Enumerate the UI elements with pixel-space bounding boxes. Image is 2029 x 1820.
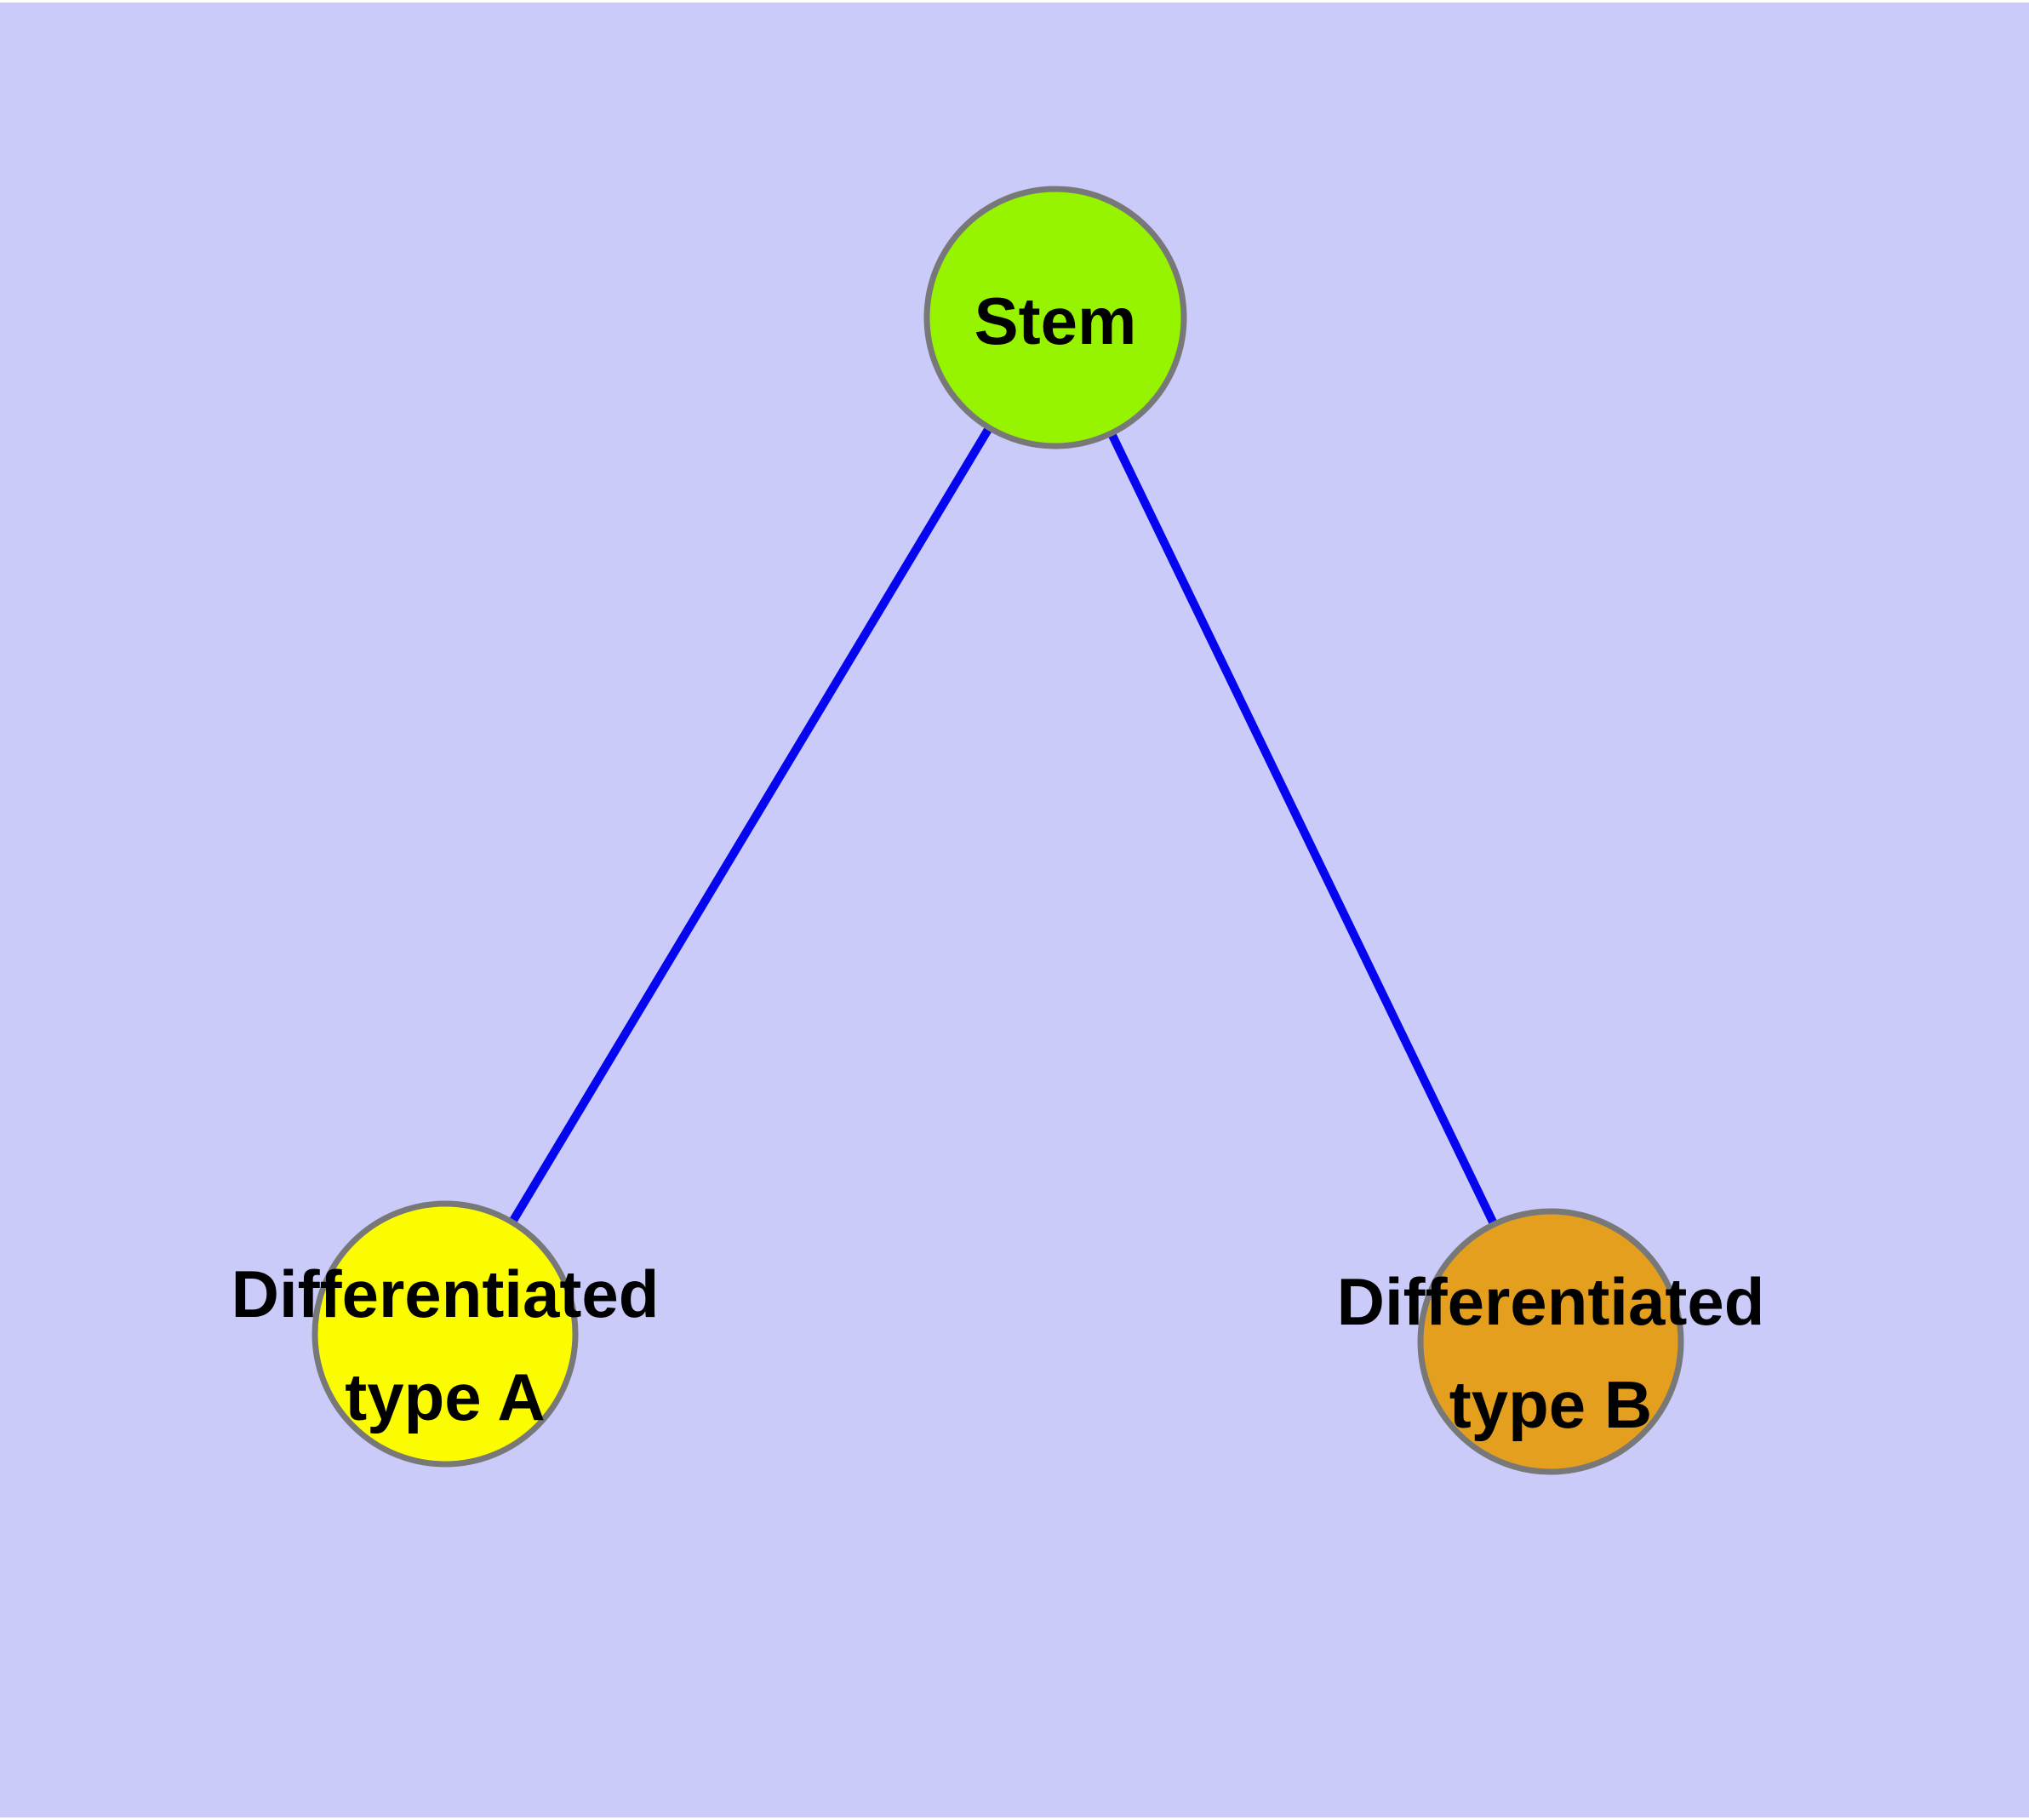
type-a-node (311, 1200, 579, 1468)
stem-node-label: Stem (974, 283, 1137, 358)
type-b-node (1417, 1208, 1684, 1475)
type-a-label-line2: type A (345, 1359, 546, 1434)
edge-stem-to-type-a (441, 315, 1060, 1336)
type-a-label-line1: Differentiated (231, 1256, 660, 1331)
stem-node (923, 186, 1187, 449)
type-b-label-line2: type B (1449, 1367, 1652, 1442)
edge-stem-to-type-b (1051, 315, 1555, 1344)
type-b-label-line1: Differentiated (1337, 1264, 1765, 1339)
